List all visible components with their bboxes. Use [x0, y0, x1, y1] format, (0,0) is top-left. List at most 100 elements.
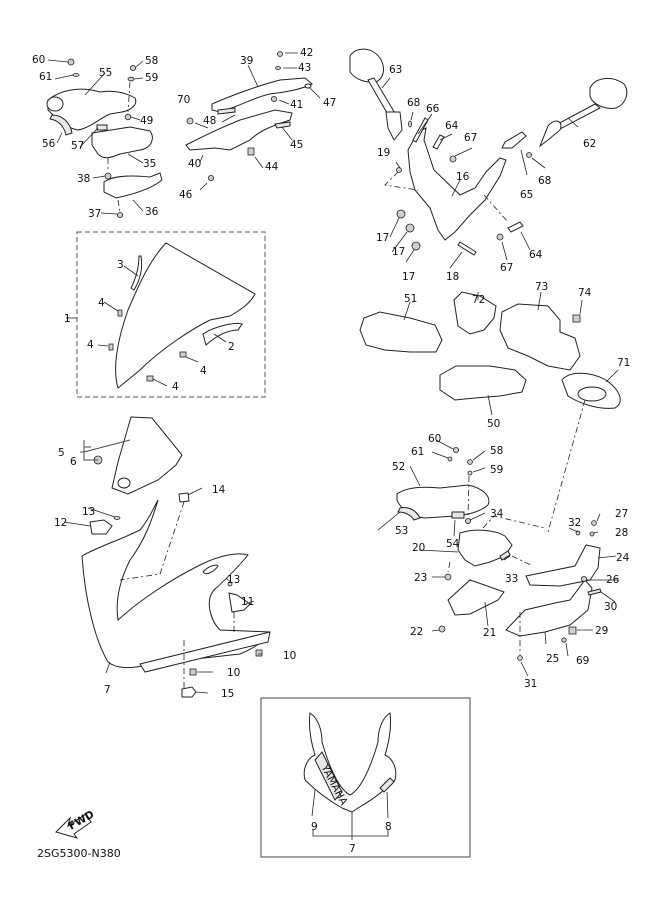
part-74-clip[interactable]	[572, 314, 581, 323]
part-label-17[interactable]: 17	[392, 246, 405, 258]
part-65-plate[interactable]	[501, 131, 527, 149]
part-47-grommet[interactable]	[304, 83, 312, 89]
part-label-33[interactable]: 33	[505, 573, 518, 585]
part-label-11[interactable]: 11	[241, 596, 254, 608]
part-20-cover[interactable]	[457, 529, 513, 567]
part-label-58[interactable]: 58	[145, 55, 158, 67]
part-label-70[interactable]: 70	[177, 94, 190, 106]
part-label-3[interactable]: 3	[117, 259, 124, 271]
part-56-trim[interactable]	[49, 114, 73, 136]
part-label-34[interactable]: 34	[490, 508, 504, 520]
part-10-nut-b[interactable]	[189, 668, 197, 676]
part-label-68[interactable]: 68	[538, 175, 551, 187]
part-label-60[interactable]: 60	[32, 54, 45, 66]
part-label-49[interactable]: 49	[140, 115, 153, 127]
part-label-23[interactable]: 23	[414, 572, 427, 584]
part-4-grommet-c[interactable]	[179, 351, 187, 358]
part-label-16[interactable]: 16	[456, 171, 470, 183]
part-label-28[interactable]: 28	[615, 527, 628, 539]
part-4-grommet-a[interactable]	[117, 309, 123, 317]
part-34-nut[interactable]	[464, 518, 471, 525]
part-label-39[interactable]: 39	[240, 55, 253, 67]
part-61-washer-lower[interactable]	[447, 456, 453, 462]
part-label-71[interactable]: 71	[617, 357, 630, 369]
part-label-56[interactable]: 56	[42, 138, 56, 150]
part-label-69[interactable]: 69	[576, 655, 589, 667]
part-label-68[interactable]: 68	[407, 97, 420, 109]
part-label-41[interactable]: 41	[290, 99, 303, 111]
part-label-31[interactable]: 31	[524, 678, 537, 690]
part-label-21[interactable]: 21	[483, 627, 496, 639]
part-label-8[interactable]: 8	[385, 821, 392, 833]
part-label-4[interactable]: 4	[200, 365, 207, 377]
part-48-rubber[interactable]	[217, 107, 236, 115]
part-68-collar-right[interactable]	[526, 152, 532, 158]
part-label-13[interactable]: 13	[227, 574, 240, 586]
part-24-panel[interactable]	[525, 544, 601, 587]
part-15-damper[interactable]	[181, 686, 197, 698]
part-25-under-cover[interactable]	[505, 579, 593, 637]
part-label-4[interactable]: 4	[87, 339, 94, 351]
part-label-38[interactable]: 38	[77, 173, 90, 185]
part-67-nut-lower[interactable]	[496, 233, 504, 241]
part-73-duct[interactable]	[499, 303, 581, 371]
part-12-bracket[interactable]	[89, 519, 113, 535]
part-13-screw-b[interactable]	[227, 581, 233, 587]
part-label-40[interactable]: 40	[188, 158, 201, 170]
part-label-37[interactable]: 37	[88, 208, 101, 220]
part-58-bolt[interactable]	[129, 65, 136, 72]
part-label-10[interactable]: 10	[283, 650, 296, 662]
part-59-washer-lower[interactable]	[467, 470, 473, 476]
part-69-screw[interactable]	[561, 637, 567, 643]
part-label-72[interactable]: 72	[472, 294, 485, 306]
part-64-plate-lower[interactable]	[507, 221, 524, 233]
part-16-stay[interactable]	[407, 127, 507, 241]
part-18-bolt[interactable]	[457, 241, 477, 256]
part-label-59[interactable]: 59	[490, 464, 503, 476]
part-label-36[interactable]: 36	[145, 206, 159, 218]
part-label-48[interactable]: 48	[203, 115, 216, 127]
part-4-grommet-b[interactable]	[108, 343, 114, 351]
part-label-15[interactable]: 15	[221, 688, 234, 700]
part-40-bracket[interactable]	[185, 109, 293, 151]
part-7-cowl-inset[interactable]	[303, 712, 397, 813]
part-60-bolt-lower[interactable]	[452, 446, 459, 453]
part-label-24[interactable]: 24	[616, 552, 630, 564]
part-63-mirror-base[interactable]	[385, 111, 403, 141]
part-13-screw-a[interactable]	[113, 516, 121, 520]
part-17-damper-c[interactable]	[411, 241, 421, 251]
part-62-mirror-base[interactable]	[538, 120, 562, 148]
part-11-bracket[interactable]	[228, 592, 251, 613]
part-9-yamaha-decal[interactable]	[314, 751, 343, 801]
part-23-nut[interactable]	[444, 573, 452, 581]
part-label-12[interactable]: 12	[54, 517, 67, 529]
part-label-4[interactable]: 4	[98, 297, 105, 309]
part-63-mirror-glass[interactable]	[349, 48, 384, 83]
part-72-duct[interactable]	[453, 291, 497, 335]
part-label-7[interactable]: 7	[349, 843, 356, 855]
part-67-nut-upper[interactable]	[449, 155, 457, 163]
part-19-bolt[interactable]	[396, 167, 402, 173]
part-label-19[interactable]: 19	[377, 147, 390, 159]
part-70-screw[interactable]	[186, 117, 194, 125]
part-60-bolt[interactable]	[67, 58, 75, 66]
part-46-bolt[interactable]	[207, 174, 214, 181]
part-label-32[interactable]: 32	[568, 517, 581, 529]
part-27-bolt[interactable]	[591, 520, 597, 526]
part-64-plate-upper[interactable]	[432, 134, 445, 150]
part-39-panel[interactable]	[211, 77, 313, 113]
part-55-cover[interactable]	[47, 88, 137, 131]
part-label-22[interactable]: 22	[410, 626, 423, 638]
part-26-nut[interactable]	[581, 576, 588, 583]
part-43-washer[interactable]	[275, 66, 281, 70]
part-17-damper-b[interactable]	[405, 223, 415, 233]
part-58-bolt-lower[interactable]	[467, 459, 473, 465]
part-label-43[interactable]: 43	[298, 62, 311, 74]
part-label-54[interactable]: 54	[446, 538, 460, 550]
part-51-duct[interactable]	[359, 311, 443, 353]
part-label-60[interactable]: 60	[428, 433, 441, 445]
part-label-4[interactable]: 4	[172, 381, 179, 393]
part-28-washer[interactable]	[589, 531, 595, 537]
part-37-screw[interactable]	[117, 211, 124, 218]
part-label-58[interactable]: 58	[490, 445, 503, 457]
